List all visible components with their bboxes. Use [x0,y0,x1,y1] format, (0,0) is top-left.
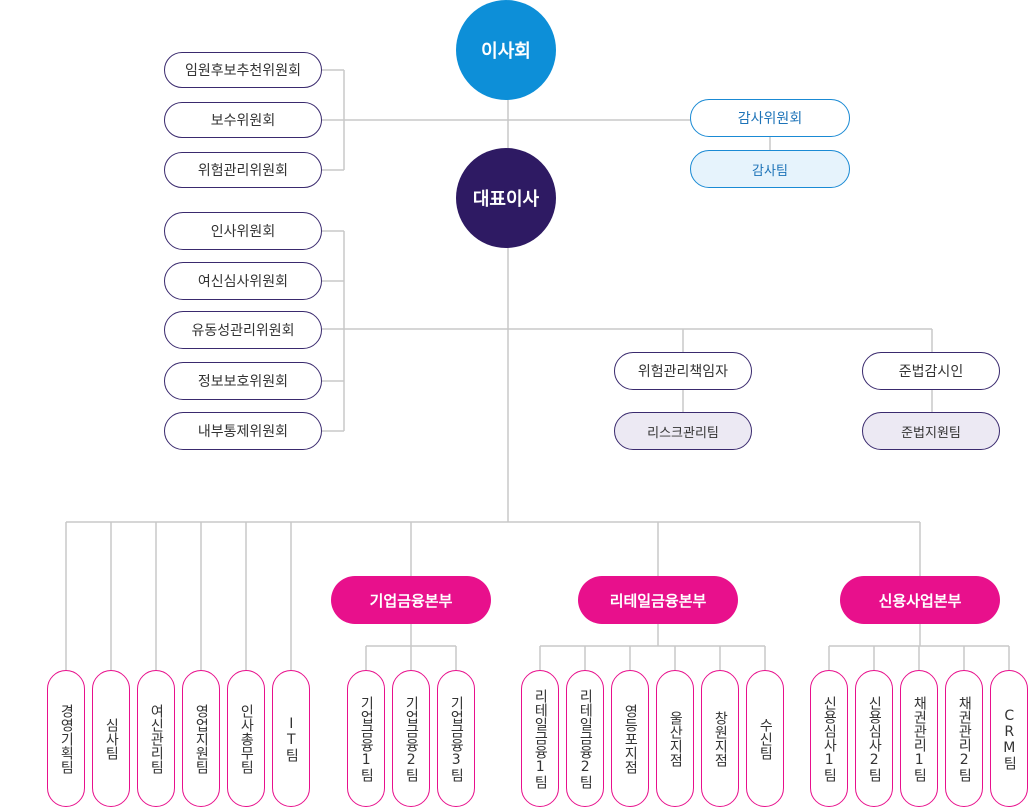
branch-ulsan: 울산지점 [656,670,694,807]
audit-committee: 감사위원회 [690,99,850,137]
division-credit-business: 신용사업본부 [840,576,1000,624]
committee-liquidity: 유동성관리위원회 [164,311,322,349]
team-corporate-finance-2: 기업금융2팀 [392,670,430,807]
team-retail-finance-1: 리테일금융1팀 [521,670,559,807]
officer-compliance: 준법감시인 [862,352,1000,390]
team-bond-management-1: 채권관리1팀 [900,670,938,807]
team-bond-management-2: 채권관리2팀 [945,670,983,807]
board-node: 이사회 [456,0,556,100]
team-crm: CRM팀 [990,670,1028,807]
team-risk-management: 리스크관리팀 [614,412,752,450]
committee-hr: 인사위원회 [164,212,322,250]
committee-risk: 위험관리위원회 [164,152,322,188]
officer-risk: 위험관리책임자 [614,352,752,390]
team-credit-review-1: 신용심사1팀 [810,670,848,807]
team-sales-support: 영업지원팀 [182,670,220,807]
team-corporate-finance-3: 기업금융3팀 [437,670,475,807]
team-management-planning: 경영기획팀 [47,670,85,807]
team-loan-management: 여신관리팀 [137,670,175,807]
committee-infosec: 정보보호위원회 [164,362,322,400]
committee-internal-control: 내부통제위원회 [164,412,322,450]
division-retail-finance: 리테일금융본부 [578,576,738,624]
committee-credit-review: 여신심사위원회 [164,262,322,300]
team-review: 심사팀 [92,670,130,807]
committee-nomination: 임원후보추천위원회 [164,52,322,88]
audit-team: 감사팀 [690,150,850,188]
team-retail-finance-2: 리테일금융2팀 [566,670,604,807]
branch-yeongdeungpo: 영등포지점 [611,670,649,807]
committee-compensation: 보수위원회 [164,102,322,138]
team-corporate-finance-1: 기업금융1팀 [347,670,385,807]
team-compliance-support: 준법지원팀 [862,412,1000,450]
branch-changwon: 창원지점 [701,670,739,807]
team-hr-general-affairs: 인사총무팀 [227,670,265,807]
team-it: IT팀 [272,670,310,807]
team-credit-review-2: 신용심사2팀 [855,670,893,807]
team-deposit: 수신팀 [746,670,784,807]
ceo-node: 대표이사 [456,148,556,248]
division-corporate-finance: 기업금융본부 [331,576,491,624]
